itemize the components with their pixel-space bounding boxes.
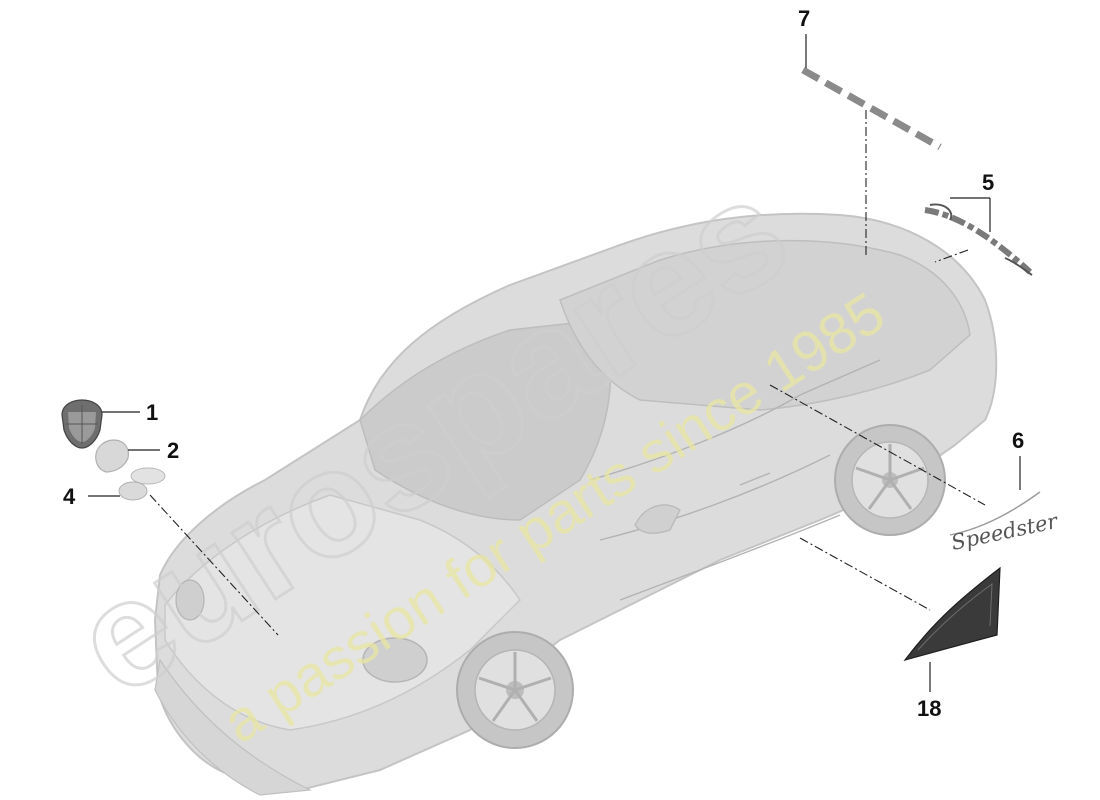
- callout-2: 2: [167, 438, 179, 463]
- speedster-badge-text: Speedster: [949, 509, 1061, 555]
- part-5-script-emblem: [924, 203, 1033, 276]
- callout-18: 18: [917, 696, 941, 721]
- part-18-side-trim: [903, 566, 1001, 662]
- part-7-trim-strip: [801, 66, 942, 151]
- callout-1: 1: [146, 400, 158, 425]
- part-4-seal: [118, 467, 166, 501]
- callout-6: 6: [1012, 428, 1024, 453]
- part-6-speedster-badge: Speedster: [949, 491, 1061, 555]
- leader-lines: [88, 34, 1021, 692]
- callout-4: 4: [63, 484, 76, 509]
- callout-5: 5: [982, 170, 994, 195]
- car-illustration: [153, 212, 998, 796]
- part-1-crest-emblem: [61, 399, 103, 449]
- callout-labels: 1 2 4 5 6 7 18: [63, 6, 1024, 721]
- callout-7: 7: [798, 6, 810, 31]
- part-2-crest-base: [95, 439, 129, 473]
